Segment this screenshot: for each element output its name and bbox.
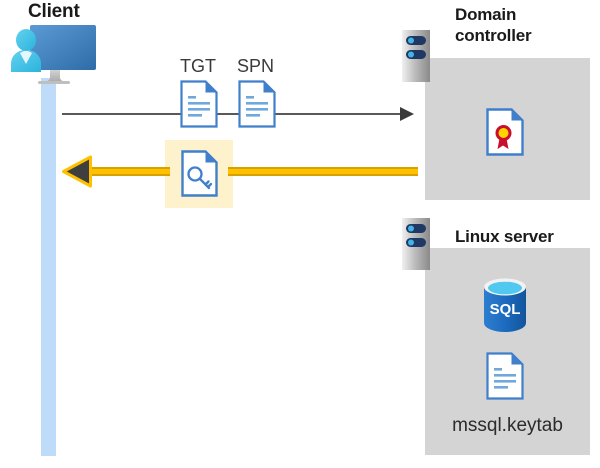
- tgt-document-icon: [180, 80, 218, 128]
- linux-server-label: Linux server: [455, 227, 554, 246]
- client-lifeline-bar: [41, 78, 56, 456]
- user-computer-icon: [8, 22, 100, 92]
- request-arrow-head: [400, 107, 414, 121]
- domain-controller-rack-icon: [402, 30, 430, 82]
- spn-document-icon: [238, 80, 276, 128]
- tgt-label: TGT: [180, 56, 216, 76]
- client-label: Client: [28, 1, 80, 22]
- domain-controller-label-line1: Domain: [455, 5, 517, 24]
- linux-server-rack-icon: [402, 218, 430, 270]
- spn-label: SPN: [237, 56, 275, 76]
- response-arrow-segment-right: [228, 167, 418, 176]
- domain-controller-label: Domain controller: [455, 4, 585, 46]
- svg-text:SQL: SQL: [490, 301, 521, 318]
- key-document-icon: [181, 150, 218, 197]
- response-arrow-head: [62, 155, 92, 188]
- response-arrow-segment-left: [84, 167, 170, 176]
- keytab-filename-label: mssql.keytab: [452, 415, 563, 436]
- sql-database-icon: SQL: [482, 278, 528, 332]
- request-arrow-line: [62, 113, 407, 115]
- certificate-document-icon: [486, 108, 524, 156]
- keytab-document-icon: [486, 352, 524, 400]
- domain-controller-label-line2: controller: [455, 26, 532, 45]
